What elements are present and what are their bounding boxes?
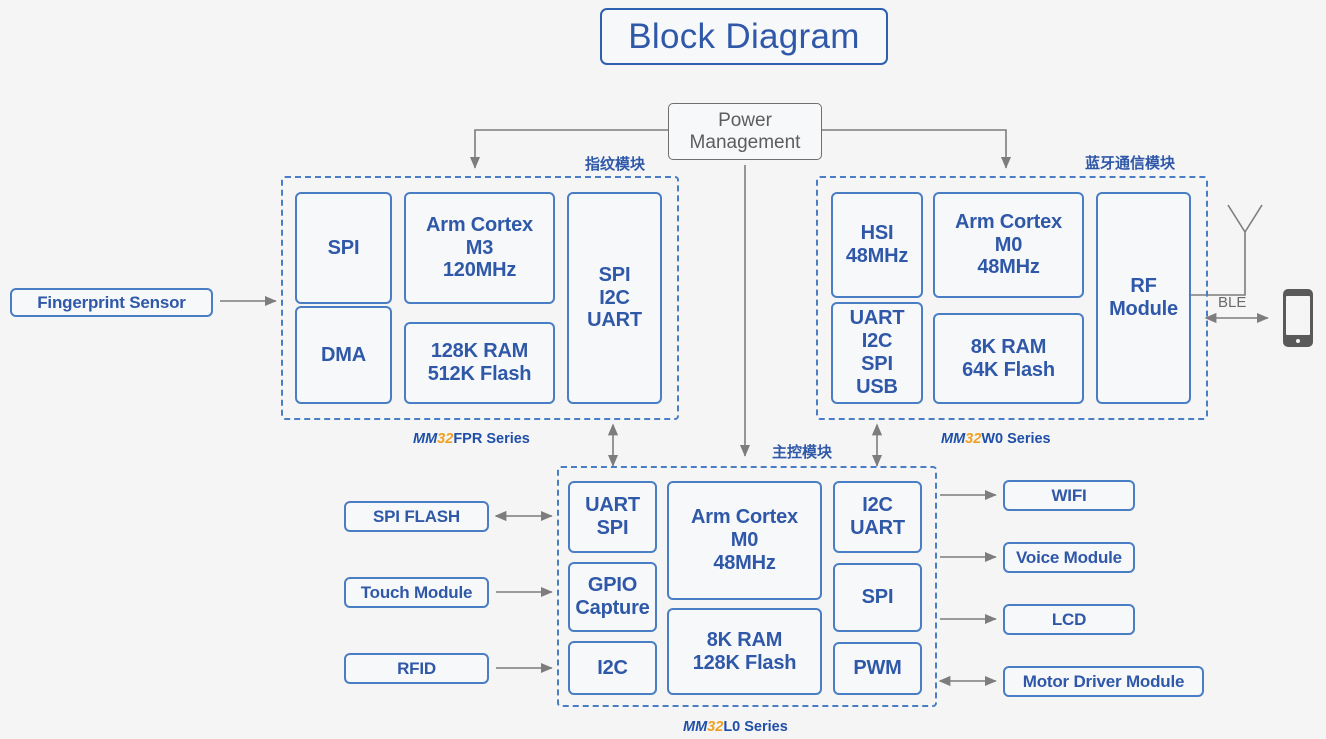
- main-control-series-num: 32: [707, 719, 724, 735]
- ble-link-label-text: BLE: [1218, 294, 1247, 311]
- fingerprint-spi-block[interactable]: SPI: [295, 192, 392, 304]
- bluetooth-module-caption: 蓝牙通信模块: [1085, 152, 1175, 173]
- bluetooth-rf-block[interactable]: RF Module: [1096, 192, 1191, 404]
- fingerprint-series-prefix: MM: [413, 431, 438, 447]
- main-core-block[interactable]: Arm Cortex M0 48MHz: [667, 481, 822, 600]
- bluetooth-core-label: Arm Cortex M0 48MHz: [955, 210, 1062, 279]
- smartphone-icon: [1283, 289, 1313, 347]
- fingerprint-memory-label: 128K RAM 512K Flash: [427, 340, 532, 385]
- power-management-label: Power Management: [689, 110, 801, 153]
- main-i2c-uart-block[interactable]: I2C UART: [833, 481, 922, 553]
- fingerprint-module-caption-text: 指纹模块: [585, 156, 646, 173]
- main-spi-label: SPI: [861, 586, 894, 609]
- main-i2c-block[interactable]: I2C: [568, 641, 657, 695]
- fingerprint-series-caption: MM32FPR Series: [413, 431, 530, 447]
- main-pwm-label: PWM: [853, 657, 902, 680]
- peripheral-voice-module-label: Voice Module: [1016, 547, 1122, 567]
- main-spi-block[interactable]: SPI: [833, 563, 922, 632]
- bluetooth-series-prefix: MM: [941, 431, 966, 447]
- main-control-series-prefix: MM: [683, 719, 708, 735]
- bluetooth-module-caption-text: 蓝牙通信模块: [1085, 155, 1176, 172]
- main-control-module-caption-text: 主控模块: [772, 444, 833, 461]
- bluetooth-series-caption: MM32W0 Series: [941, 431, 1051, 447]
- page-title-text: Block Diagram: [628, 16, 860, 56]
- bluetooth-series-num: 32: [965, 431, 982, 447]
- fingerprint-dma-label: DMA: [321, 343, 366, 366]
- bluetooth-interfaces-label: UART I2C SPI USB: [849, 307, 905, 398]
- smartphone-screen: [1286, 296, 1310, 335]
- fingerprint-module-container: [281, 176, 679, 420]
- peripheral-spi-flash[interactable]: SPI FLASH: [344, 501, 489, 532]
- main-control-module-caption: 主控模块: [772, 441, 832, 462]
- peripheral-lcd-label: LCD: [1051, 609, 1087, 629]
- main-gpio-capture-block[interactable]: GPIO Capture: [568, 562, 657, 632]
- peripheral-spi-flash-label: SPI FLASH: [373, 506, 460, 526]
- bluetooth-rf-label: RF Module: [1109, 275, 1178, 320]
- bluetooth-memory-block[interactable]: 8K RAM 64K Flash: [933, 313, 1084, 404]
- fingerprint-sensor-block[interactable]: Fingerprint Sensor: [10, 288, 213, 317]
- main-i2c-label: I2C: [597, 656, 628, 679]
- main-memory-block[interactable]: 8K RAM 128K Flash: [667, 608, 822, 695]
- peripheral-wifi[interactable]: WIFI: [1003, 480, 1135, 511]
- ble-link-label: BLE: [1218, 294, 1246, 311]
- peripheral-rfid[interactable]: RFID: [344, 653, 489, 684]
- peripheral-motor-driver-module-label: Motor Driver Module: [1022, 671, 1185, 691]
- bluetooth-interfaces-block[interactable]: UART I2C SPI USB: [831, 302, 923, 404]
- page-title: Block Diagram: [600, 8, 888, 65]
- fingerprint-memory-block[interactable]: 128K RAM 512K Flash: [404, 322, 555, 404]
- main-memory-label: 8K RAM 128K Flash: [692, 628, 797, 674]
- peripheral-voice-module[interactable]: Voice Module: [1003, 542, 1135, 573]
- bluetooth-memory-label: 8K RAM 64K Flash: [962, 335, 1055, 381]
- peripheral-rfid-label: RFID: [397, 658, 436, 678]
- main-core-label: Arm Cortex M0 48MHz: [691, 506, 798, 574]
- main-control-series-caption: MM32L0 Series: [683, 719, 788, 735]
- power-management-block: Power Management: [668, 103, 822, 160]
- fingerprint-core-block[interactable]: Arm Cortex M3 120MHz: [404, 192, 555, 304]
- main-gpio-capture-label: GPIO Capture: [575, 574, 650, 619]
- fingerprint-series-tail: FPR Series: [453, 431, 530, 447]
- smartphone-home-button: [1296, 339, 1300, 343]
- fingerprint-core-label: Arm Cortex M3 120MHz: [426, 213, 533, 282]
- bluetooth-core-block[interactable]: Arm Cortex M0 48MHz: [933, 192, 1084, 298]
- fingerprint-sensor-label: Fingerprint Sensor: [37, 292, 186, 312]
- main-pwm-block[interactable]: PWM: [833, 642, 922, 695]
- bluetooth-series-tail: W0 Series: [981, 431, 1051, 447]
- peripheral-motor-driver-module[interactable]: Motor Driver Module: [1003, 666, 1204, 697]
- peripheral-lcd[interactable]: LCD: [1003, 604, 1135, 635]
- fingerprint-module-caption: 指纹模块: [585, 153, 645, 174]
- fingerprint-series-num: 32: [437, 431, 454, 447]
- bluetooth-module-container: [816, 176, 1208, 420]
- main-i2c-uart-label: I2C UART: [850, 494, 905, 539]
- fingerprint-dma-block[interactable]: DMA: [295, 306, 392, 404]
- main-uart-spi-block[interactable]: UART SPI: [568, 481, 657, 553]
- main-uart-spi-label: UART SPI: [585, 494, 640, 539]
- fingerprint-interfaces-block[interactable]: SPI I2C UART: [567, 192, 662, 404]
- main-control-module-container: [557, 466, 937, 707]
- main-control-series-tail: L0 Series: [723, 719, 788, 735]
- fingerprint-interfaces-label: SPI I2C UART: [587, 263, 642, 332]
- bluetooth-hsi-block[interactable]: HSI 48MHz: [831, 192, 923, 298]
- bluetooth-hsi-label: HSI 48MHz: [845, 222, 909, 267]
- fingerprint-spi-label: SPI: [327, 236, 360, 259]
- peripheral-touch-module[interactable]: Touch Module: [344, 577, 489, 608]
- peripheral-touch-module-label: Touch Module: [360, 582, 473, 602]
- peripheral-wifi-label: WIFI: [1051, 485, 1087, 505]
